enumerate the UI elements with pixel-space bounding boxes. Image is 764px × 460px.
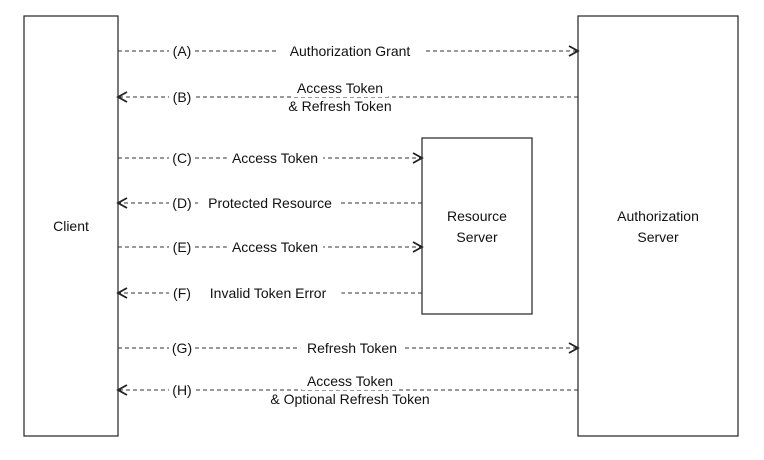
arrowhead-icon xyxy=(116,287,128,299)
step-label-background xyxy=(169,284,195,302)
flow-label: Invalid Token Error xyxy=(210,285,327,301)
resource-server-label-line-1: Resource xyxy=(447,208,507,224)
flow-label-background xyxy=(226,239,324,256)
flow-b: (B) Access Token & Refresh Token xyxy=(116,80,578,115)
step-label: (A) xyxy=(173,43,192,59)
flow-label: Refresh Token xyxy=(307,340,397,356)
step-label: (D) xyxy=(172,195,191,211)
flow-label-background xyxy=(194,285,342,302)
step-label: (E) xyxy=(173,239,192,255)
flow-c: (C) Access Token xyxy=(118,149,424,167)
authorization-server-box xyxy=(577,15,739,437)
flow-label-background xyxy=(291,80,389,97)
step-label-background xyxy=(169,381,195,399)
step-label-background xyxy=(169,88,195,106)
step-label: (F) xyxy=(173,285,191,301)
flow-label: Access Token xyxy=(232,239,318,255)
step-label-background xyxy=(169,194,195,212)
client-label: Client xyxy=(53,218,89,234)
arrowhead-icon xyxy=(116,197,128,209)
authorization-server-label-line-2: Server xyxy=(637,229,679,245)
flow-label: & Optional Refresh Token xyxy=(270,391,429,407)
flow-label: Access Token xyxy=(232,150,318,166)
arrowhead-icon xyxy=(412,241,424,253)
flow-label-background xyxy=(300,340,404,357)
flow-label-background xyxy=(301,373,399,390)
authorization-server-label-line-1: Authorization xyxy=(617,208,699,224)
resource-server-label-line-2: Server xyxy=(456,229,498,245)
flow-label-background xyxy=(258,391,442,408)
flow-f: (F) Invalid Token Error xyxy=(116,284,422,302)
arrowhead-icon xyxy=(116,91,128,103)
step-label: (G) xyxy=(172,340,192,356)
arrowhead-icon xyxy=(568,342,580,354)
flow-label-background xyxy=(200,195,340,212)
step-label: (B) xyxy=(173,89,192,105)
resource-server-box xyxy=(421,137,533,315)
flow-label: & Refresh Token xyxy=(288,98,391,114)
flow-e: (E) Access Token xyxy=(118,238,424,256)
flow-label: Access Token xyxy=(307,373,393,389)
step-label-background xyxy=(169,149,195,167)
step-label-background xyxy=(169,42,195,60)
arrowhead-icon xyxy=(412,152,424,164)
flow-label-background xyxy=(226,150,324,167)
arrowhead-icon xyxy=(568,45,580,57)
flow-label-background xyxy=(276,43,424,60)
flow-arrows: (A) Authorization Grant (B) Access Token & R… xyxy=(116,42,580,408)
step-label-background xyxy=(169,339,195,357)
step-label: (C) xyxy=(172,150,191,166)
flow-d: (D) Protected Resource xyxy=(116,194,422,212)
flow-label: Access Token xyxy=(297,80,383,96)
flow-label: Protected Resource xyxy=(208,195,332,211)
arrowhead-icon xyxy=(116,384,128,396)
step-label-background xyxy=(169,238,195,256)
flow-label-background xyxy=(281,98,399,115)
flow-g: (G) Refresh Token xyxy=(118,339,580,357)
client-box xyxy=(23,15,119,437)
flow-h: (H) Access Token & Optional Refresh Token xyxy=(116,373,578,408)
step-label: (H) xyxy=(172,382,191,398)
flow-a: (A) Authorization Grant xyxy=(118,42,580,60)
flow-label: Authorization Grant xyxy=(290,43,411,59)
